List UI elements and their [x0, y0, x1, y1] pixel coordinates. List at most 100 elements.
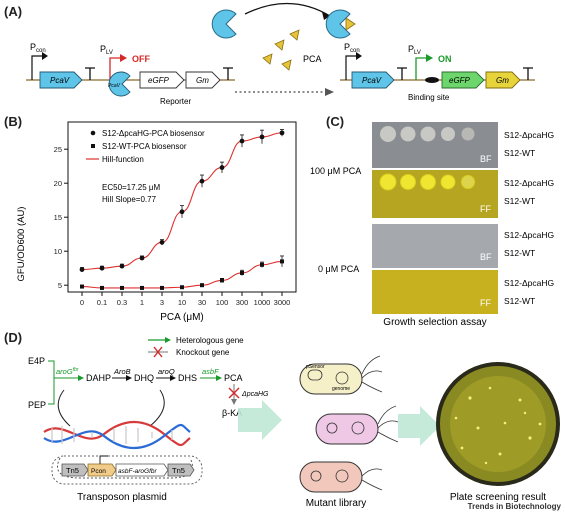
svg-text:genome: genome	[332, 386, 350, 392]
svg-text:asbF-aroGfbr: asbF-aroGfbr	[118, 468, 157, 475]
svg-text:Gm: Gm	[196, 76, 209, 85]
data-point-circle	[139, 255, 145, 261]
metabolite-e4p: E4P	[28, 356, 45, 366]
gene-gm-right	[485, 71, 521, 89]
svg-text:Pcon: Pcon	[91, 468, 106, 475]
strain-a-1: S12-ΔpcaHG	[504, 130, 554, 140]
colony-row-100-bf	[380, 126, 475, 142]
svg-text:Tn5: Tn5	[172, 466, 185, 475]
enzyme-arog: aroGfbr	[56, 367, 79, 376]
data-point-square	[240, 270, 244, 275]
pcav-repressor-icon	[108, 71, 131, 97]
data-point-circle	[159, 239, 165, 245]
panel-c-growth-assay: BF FF BF FF 100 μM PCA 0 μM PCA S12-Δpca…	[310, 122, 554, 327]
legend-item-2: S12-WT-PCA biosensor	[102, 142, 187, 151]
x-tick-label: 300	[236, 298, 249, 307]
mutant-library-caption: Mutant library	[306, 498, 367, 509]
plate-screening-caption: Plate screening result	[450, 492, 546, 503]
enzyme-aroq: aroQ	[158, 367, 175, 376]
panel-d-label: (D)	[4, 330, 23, 345]
legend-marker-circle	[90, 130, 96, 136]
data-point-circle	[279, 130, 285, 136]
svg-text:Tn5: Tn5	[66, 466, 79, 475]
off-label: OFF	[132, 54, 150, 64]
data-point-circle	[119, 263, 125, 269]
svg-text:PcaV: PcaV	[362, 76, 382, 85]
plv-label-left: PLV	[100, 44, 113, 56]
data-point-circle	[259, 134, 265, 140]
data-point-square	[200, 283, 204, 288]
svg-text:PcaV: PcaV	[108, 83, 121, 89]
enzyme-pcahg: ΔpcaHG	[241, 391, 269, 398]
ff-label-100: FF	[480, 204, 491, 214]
gene-egfp-left	[139, 71, 185, 89]
data-point-circle	[219, 165, 225, 170]
data-point-square	[260, 262, 264, 267]
x-tick-label: 0	[80, 298, 84, 307]
svg-text:eGFP: eGFP	[148, 76, 170, 85]
gene-pcav-left	[39, 71, 83, 89]
legend-heterologous: Heterologous gene	[176, 336, 244, 345]
enzyme-asbf: asbF	[202, 367, 219, 376]
y-tick-label: 10	[54, 247, 62, 256]
reporter-label: Reporter	[160, 97, 191, 106]
y-tick-label: 20	[54, 179, 62, 188]
dna-helix-icon	[43, 421, 191, 449]
panel-a-label: (A)	[4, 4, 23, 19]
data-point-circle	[79, 267, 85, 272]
metabolite-bka: β-KA	[222, 408, 242, 418]
plv-label-right: PLV	[408, 44, 421, 56]
transposon-plasmid-caption: Transposon plasmid	[77, 492, 167, 503]
svg-text:eGFP: eGFP	[449, 76, 471, 85]
gene-gm-left	[185, 71, 221, 89]
bacterium-2-icon	[315, 405, 399, 445]
data-point-circle	[199, 178, 205, 184]
x-tick-label: 0.3	[117, 298, 127, 307]
data-point-square	[280, 259, 284, 264]
bf-label-0: BF	[480, 252, 492, 262]
x-tick-label: 1000	[254, 298, 271, 307]
plate-0-bf	[372, 224, 498, 268]
on-label: ON	[438, 54, 452, 64]
legend-marker-square	[91, 144, 95, 148]
colony-row-100-ff	[379, 173, 475, 191]
data-point-square	[160, 285, 164, 290]
legend-item-1: S12-ΔpcaHG-PCA biosensor	[102, 129, 205, 138]
x-tick-label: 3	[160, 298, 164, 307]
data-point-square	[220, 278, 224, 283]
strain-b-1: S12-WT	[504, 148, 535, 158]
legend-item-3: Hill-function	[102, 155, 144, 164]
bacterium-1-icon: pSensor genome	[299, 355, 383, 395]
svg-text:Gm: Gm	[496, 76, 509, 85]
metabolite-pep: PEP	[28, 400, 46, 410]
data-point-square	[180, 285, 184, 290]
plate-0-ff	[372, 270, 498, 314]
flow-arrow-2	[398, 406, 440, 446]
hill-fit-curve	[81, 260, 283, 289]
binding-arrow	[244, 2, 331, 17]
x-axis-label: PCA (μM)	[160, 312, 204, 323]
strain-b-3: S12-WT	[504, 248, 535, 258]
enzyme-arob: AroB	[113, 367, 131, 376]
pcav-protein-icon	[211, 9, 237, 39]
x-tick-label: 10	[178, 298, 186, 307]
data-point-square	[100, 285, 104, 290]
data-point-square	[140, 285, 144, 290]
flow-arrow-1	[238, 400, 282, 440]
metabolite-dhq: DHQ	[134, 373, 154, 383]
svg-text:PcaV: PcaV	[50, 76, 70, 85]
panel-c-label: (C)	[326, 114, 345, 129]
x-tick-label: 1	[140, 298, 144, 307]
bf-label-100: BF	[480, 154, 492, 164]
svg-text:pSensor: pSensor	[306, 364, 325, 370]
binding-site-label: Binding site	[408, 93, 450, 102]
strain-a-3: S12-ΔpcaHG	[504, 230, 554, 240]
metabolite-dahp: DAHP	[86, 373, 111, 383]
y-tick-label: 25	[54, 145, 62, 154]
growth-assay-caption: Growth selection assay	[383, 317, 486, 327]
ec50-label: EC50=17.25 μM	[102, 183, 161, 192]
metabolite-dhs: DHS	[178, 373, 197, 383]
legend-knockout: Knockout gene	[176, 348, 230, 357]
gene-pcav-right	[351, 71, 395, 89]
